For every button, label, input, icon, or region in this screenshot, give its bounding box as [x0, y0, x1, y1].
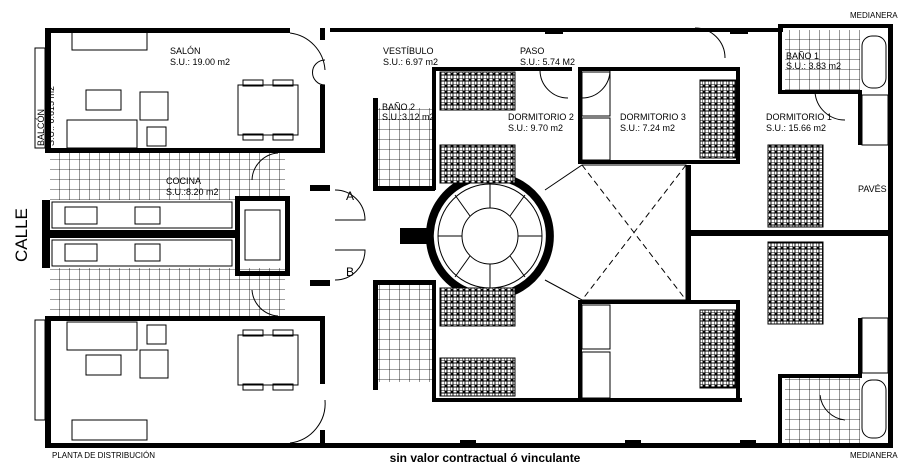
bano2-area: S.U.:3.12 m2: [382, 112, 435, 122]
beds: [439, 71, 824, 397]
bano2-name: BAÑO 2: [382, 102, 415, 112]
kitchen-tiles-top: [50, 152, 285, 200]
vestibulo-area: S.U.: 6.97 m2: [383, 57, 438, 67]
paso-area: S.U.: 5.74 M2: [520, 57, 575, 67]
bathroom2-tiles-top: [378, 108, 433, 188]
bathroom2-tiles-bottom: [378, 282, 433, 382]
entry-a-label: A: [346, 189, 354, 203]
bathtubs: [861, 35, 887, 439]
dormitorio2-area: S.U.: 9.70 m2: [508, 123, 563, 133]
spiral-staircase[interactable]: [400, 172, 554, 300]
cocina-name: COCINA: [166, 176, 201, 186]
wardrobes: [581, 71, 889, 399]
paso-name: PASO: [520, 46, 544, 56]
bano1-area: S.U.: 3.83 m2: [786, 61, 841, 71]
kitchen-tiles-bottom: [50, 268, 285, 318]
dormitorio3-area: S.U.: 7.24 m2: [620, 123, 675, 133]
street-label: CALLE: [12, 208, 31, 262]
light-well: [544, 164, 687, 301]
salon-name: SALÓN: [170, 46, 201, 56]
dormitorio2-name: DORMITORIO 2: [508, 112, 574, 122]
doors: [251, 27, 846, 444]
balcon-name: BALCÓN: [36, 109, 46, 146]
dormitorio1-name: DORMITORIO 1: [766, 112, 832, 122]
vestibulo-name: VESTÍBULO: [383, 46, 434, 56]
paves-label: PAVÉS: [858, 184, 887, 194]
disclaimer: sin valor contractual ó vinculante: [390, 451, 581, 465]
salon-furniture-top: [66, 31, 299, 149]
bathroom1-tiles-bottom: [785, 378, 860, 444]
balcony-bottom: [34, 319, 46, 421]
dormitorio1-area: S.U.: 15.66 m2: [766, 123, 826, 133]
balcon-area: S.U.: 0.615 m2: [46, 86, 56, 146]
bano1-name: BAÑO 1: [786, 51, 819, 61]
kitchen-counters: [51, 201, 281, 267]
cocina-area: S.U.:8.20 m2: [166, 187, 219, 197]
plan-title: PLANTA DE DISTRIBUCIÓN: [52, 451, 155, 460]
salon-furniture-bottom: [66, 321, 299, 441]
medianera-bottom: MEDIANERA: [850, 451, 898, 460]
entry-b-label: B: [346, 265, 354, 279]
salon-area: S.U.: 19.00 m2: [170, 57, 230, 67]
walls: [42, 24, 893, 448]
bathroom1-tiles-top: [785, 30, 860, 92]
medianera-top: MEDIANERA: [850, 11, 898, 20]
room-labels: SALÓN S.U.: 19.00 m2 BALCÓN S.U.: 0.615 …: [12, 11, 898, 465]
dormitorio3-name: DORMITORIO 3: [620, 112, 686, 122]
balcony-top: [34, 47, 46, 149]
